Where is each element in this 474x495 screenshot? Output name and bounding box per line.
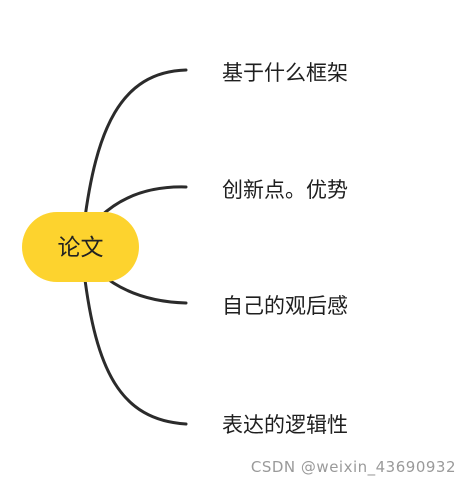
- root-node[interactable]: 论文: [22, 212, 139, 282]
- root-node-label: 论文: [58, 235, 104, 261]
- branch-label-innovation[interactable]: 创新点。优势: [222, 178, 348, 202]
- branch-label-reflection[interactable]: 自己的观后感: [222, 294, 348, 318]
- branch-label-framework[interactable]: 基于什么框架: [222, 61, 348, 85]
- root-node-pill: [22, 212, 139, 282]
- branch-label-logic[interactable]: 表达的逻辑性: [222, 413, 348, 437]
- branch-connector-2: [98, 185, 188, 219]
- branch-connector-4: [82, 270, 188, 426]
- watermark: CSDN @weixin_43690932: [250, 458, 456, 476]
- branch-connector-1: [82, 68, 188, 227]
